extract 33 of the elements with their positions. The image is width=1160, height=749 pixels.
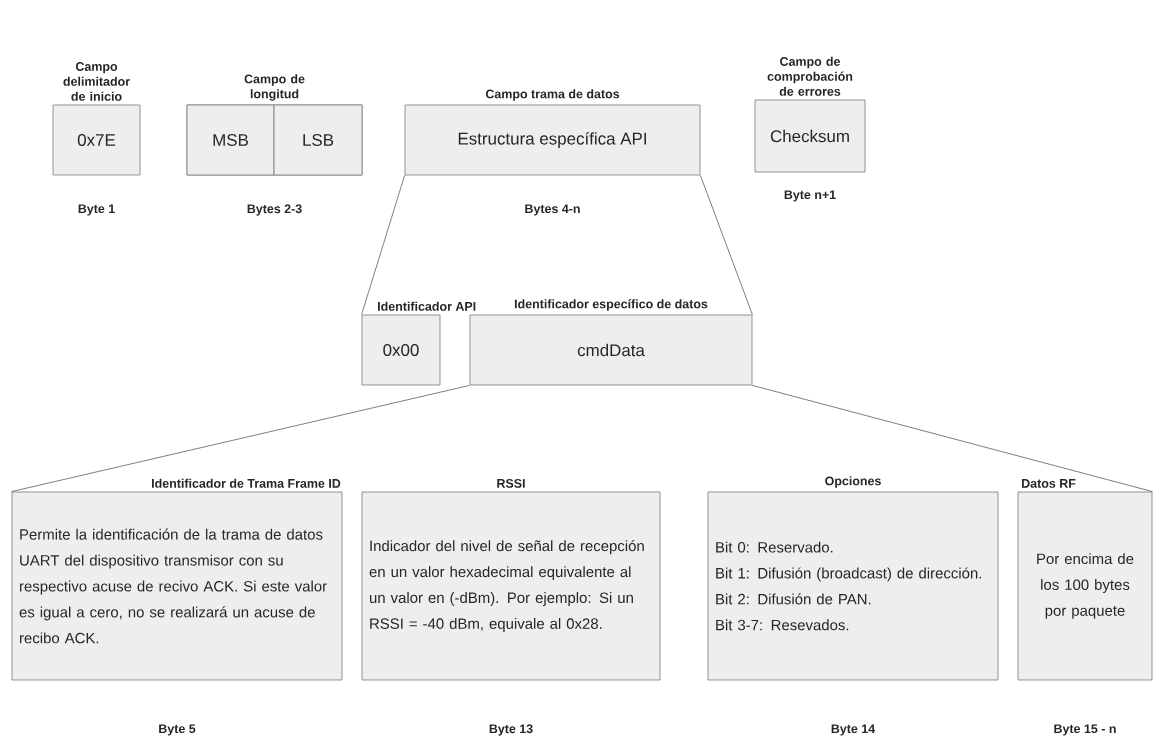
connector-line — [752, 385, 1153, 492]
connector-line — [11, 385, 470, 492]
field-box: MSB — [186, 104, 275, 176]
field-heading: Campo trama de datos — [485, 89, 620, 101]
byte-label: Byte n+1 — [784, 190, 836, 202]
field-box: Bit 0: Reservado. Bit 1: Difusión (broadcast) de dirección. Bit 2: Difusión de PAN. Bit 3-7: Resevados. — [707, 491, 999, 681]
field-box: Estructura específica API — [404, 104, 701, 176]
field-heading: Identificador API — [378, 301, 476, 311]
byte-label: Bytes 2-3 — [247, 204, 302, 216]
connector-line — [700, 175, 753, 315]
field-heading: Identificador de Trama Frame ID — [152, 478, 341, 488]
field-box: LSB — [273, 104, 363, 176]
field-heading: RSSI — [497, 479, 525, 488]
byte-label: Byte 1 — [78, 204, 115, 216]
field-box: 0x00 — [361, 314, 441, 386]
field-heading: Campo delimitador de inicio — [63, 62, 130, 101]
byte-label: Bytes 4-n — [525, 204, 580, 216]
field-box: 0x7E — [52, 104, 141, 176]
field-box: Por encima de los 100 bytes por paquete — [1017, 491, 1153, 681]
field-heading: Campo de comprobación de errores — [767, 56, 853, 96]
field-heading: Campo de longitud — [244, 74, 305, 101]
byte-label: Byte 15 - n — [1054, 724, 1116, 736]
byte-label: Byte 13 — [489, 724, 533, 736]
field-box: Permite la identificación de la trama de datos UART del dispositivo transmisor con su respectivo acuse de recivo ACK. Si este valor es igual a cero, no se realizará un acuse de recibo ACK. — [11, 491, 343, 681]
field-box: Checksum — [754, 99, 866, 173]
byte-label: Byte 5 — [159, 724, 196, 736]
field-heading: Identificador específico de datos — [514, 299, 708, 311]
byte-label: Byte 14 — [831, 724, 876, 736]
field-heading: Opciones — [825, 476, 881, 488]
field-heading: Datos RF — [1022, 479, 1076, 488]
connector-line — [361, 175, 405, 315]
field-box: Indicador del nivel de señal de recepción en un valor hexadecimal equivalente al un valor en (-dBm). Por ejemplo: Si un RSSI = -40 dBm, equivale al 0x28. — [361, 491, 661, 681]
field-box: cmdData — [469, 314, 753, 386]
